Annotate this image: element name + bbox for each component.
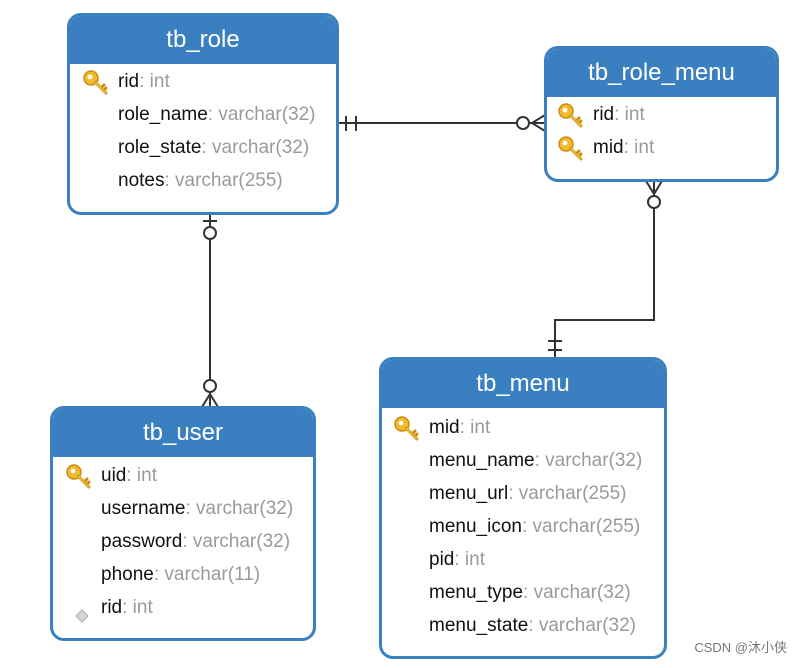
field-row[interactable]: mid: int xyxy=(547,131,776,164)
field-name: mid xyxy=(429,417,460,438)
primary-key-icon xyxy=(557,135,585,161)
field-type: : int xyxy=(454,549,485,570)
field-row[interactable]: menu_state: varchar(32) xyxy=(382,609,664,642)
field-row[interactable]: rid: int xyxy=(547,98,776,131)
field-row[interactable]: role_name: varchar(32) xyxy=(70,98,336,131)
field-row[interactable]: menu_icon: varchar(255) xyxy=(382,510,664,543)
crowfoot-prong xyxy=(653,180,663,195)
field-type: : varchar(11) xyxy=(153,564,261,585)
field-row[interactable]: menu_type: varchar(32) xyxy=(382,576,664,609)
field-row[interactable]: menu_url: varchar(255) xyxy=(382,477,664,510)
field-type: : varchar(32) xyxy=(207,104,316,125)
field-row[interactable]: menu_name: varchar(32) xyxy=(382,444,664,477)
watermark: CSDN @沐小侠 xyxy=(694,640,787,655)
field-name: menu_url xyxy=(429,483,509,504)
zero-circle xyxy=(647,195,661,209)
crowfoot-prong xyxy=(531,122,546,132)
field-type: : int xyxy=(459,417,491,438)
field-name: notes xyxy=(118,170,165,191)
field-row[interactable]: uid: int xyxy=(53,459,313,492)
zero-circle xyxy=(516,116,530,130)
table-title: tb_role xyxy=(70,16,336,64)
table-tb-user[interactable]: tb_user uid: int username: varchar(32) p… xyxy=(50,406,316,641)
field-name: pid xyxy=(429,549,455,570)
field-name: menu_type xyxy=(429,582,524,603)
field-type: : int xyxy=(122,597,153,618)
table-title: tb_role_menu xyxy=(547,49,776,97)
field-row[interactable]: pid: int xyxy=(382,543,664,576)
relation-role-rolemenu xyxy=(338,114,546,132)
field-type: : varchar(32) xyxy=(534,450,643,471)
field-type: : varchar(32) xyxy=(523,582,631,603)
crowfoot-prong xyxy=(531,114,546,124)
field-row[interactable]: rid: int xyxy=(70,65,336,98)
foreign-key-icon xyxy=(75,601,89,623)
field-row[interactable]: role_state: varchar(32) xyxy=(70,131,336,164)
table-tb-role-menu[interactable]: tb_role_menu rid: int mid: int xyxy=(544,46,779,182)
field-type: : varchar(32) xyxy=(185,498,294,519)
field-name: uid xyxy=(101,465,127,486)
table-tb-menu[interactable]: tb_menu mid: int menu_name: varchar(32) … xyxy=(379,357,667,659)
field-row[interactable]: username: varchar(32) xyxy=(53,492,313,525)
field-type: : int xyxy=(614,104,645,125)
field-name: menu_icon xyxy=(429,516,522,537)
zero-circle xyxy=(203,379,217,393)
field-row[interactable]: notes: varchar(255) xyxy=(70,164,336,197)
field-name: mid xyxy=(593,137,624,158)
field-type: : int xyxy=(623,137,655,158)
field-type: : int xyxy=(139,71,170,92)
field-row[interactable]: rid: int xyxy=(53,591,313,624)
field-name: rid xyxy=(101,597,123,618)
field-name: menu_state xyxy=(429,615,529,636)
relation-line xyxy=(554,181,655,358)
field-name: role_state xyxy=(118,137,202,158)
field-type: : varchar(32) xyxy=(201,137,310,158)
table-tb-role[interactable]: tb_role rid: int role_name: varchar(32) … xyxy=(67,13,339,215)
primary-key-icon xyxy=(82,69,110,95)
field-type: : varchar(32) xyxy=(528,615,636,636)
field-row[interactable]: mid: int xyxy=(382,411,664,444)
field-type: : varchar(255) xyxy=(508,483,627,504)
field-row[interactable]: phone: varchar(11) xyxy=(53,558,313,591)
field-name: rid xyxy=(593,104,615,125)
field-name: phone xyxy=(101,564,154,585)
field-type: : varchar(32) xyxy=(182,531,291,552)
field-name: role_name xyxy=(118,104,208,125)
field-name: rid xyxy=(118,71,140,92)
field-name: menu_name xyxy=(429,450,535,471)
table-title: tb_menu xyxy=(382,360,664,408)
crowfoot-prong xyxy=(209,393,219,408)
field-row[interactable]: password: varchar(32) xyxy=(53,525,313,558)
field-type: : int xyxy=(126,465,157,486)
zero-circle xyxy=(203,226,217,240)
crowfoot-prong xyxy=(201,393,211,408)
primary-key-icon xyxy=(65,463,93,489)
field-type: : varchar(255) xyxy=(521,516,641,537)
primary-key-icon xyxy=(393,415,421,441)
primary-key-icon xyxy=(557,102,585,128)
field-type: : varchar(255) xyxy=(164,170,283,191)
relation-menu-rolemenu xyxy=(548,180,663,358)
table-title: tb_user xyxy=(53,409,313,457)
field-name: username xyxy=(101,498,186,519)
field-name: password xyxy=(101,531,183,552)
relation-role-user xyxy=(201,214,219,408)
crowfoot-prong xyxy=(645,180,655,195)
